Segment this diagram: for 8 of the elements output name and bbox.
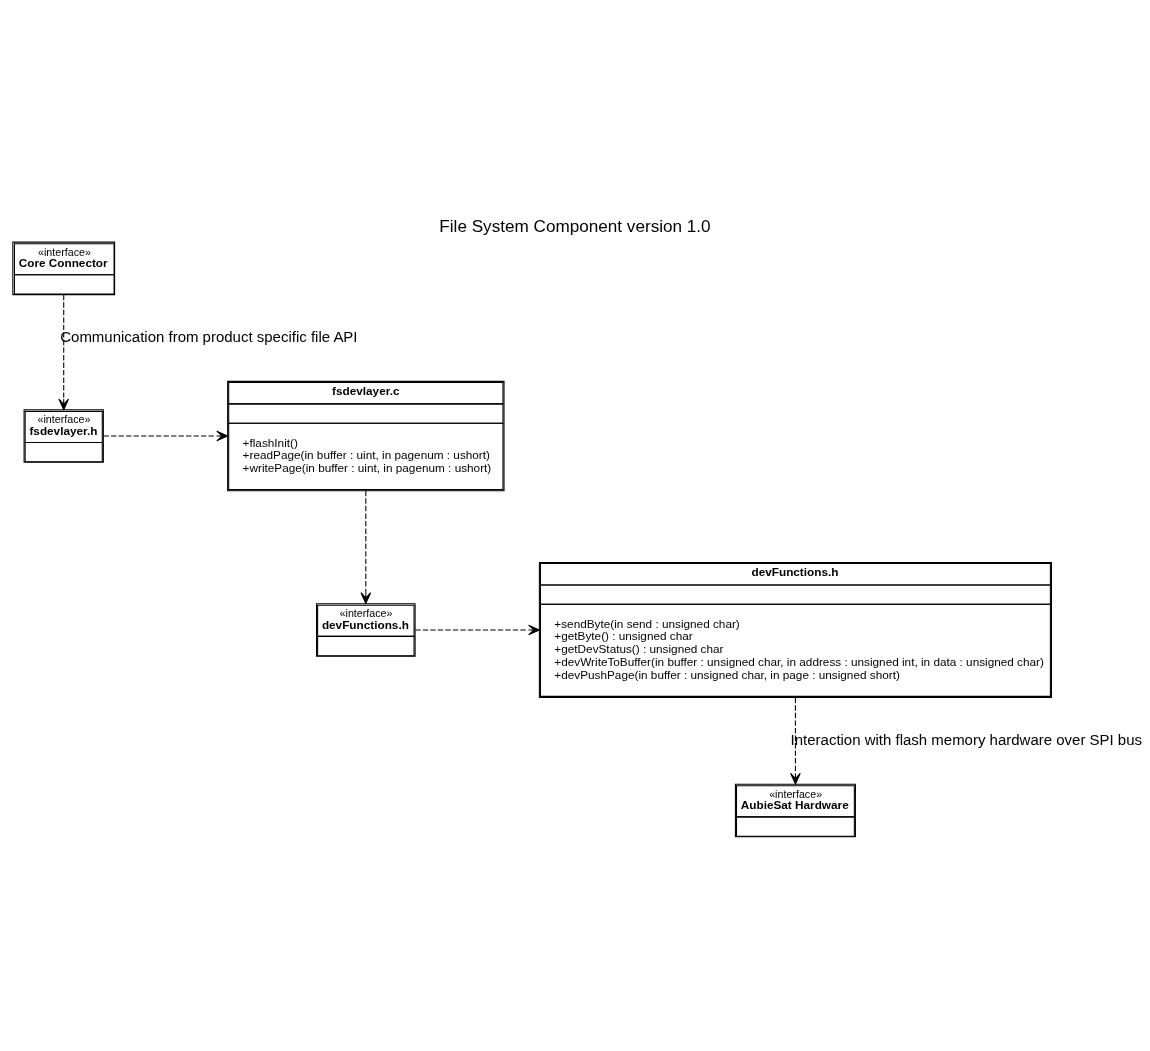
arrow — [360, 490, 372, 604]
arrow — [790, 697, 801, 785]
arrow — [58, 294, 70, 411]
edge-label: Communication from product specific file API — [60, 327, 358, 345]
arrow — [103, 430, 229, 442]
diagram-title: File System Component version 1.0 — [439, 216, 711, 237]
edge-label: Interaction with flash memory hardware over SPI bus — [790, 730, 1143, 748]
arrow — [414, 624, 540, 636]
